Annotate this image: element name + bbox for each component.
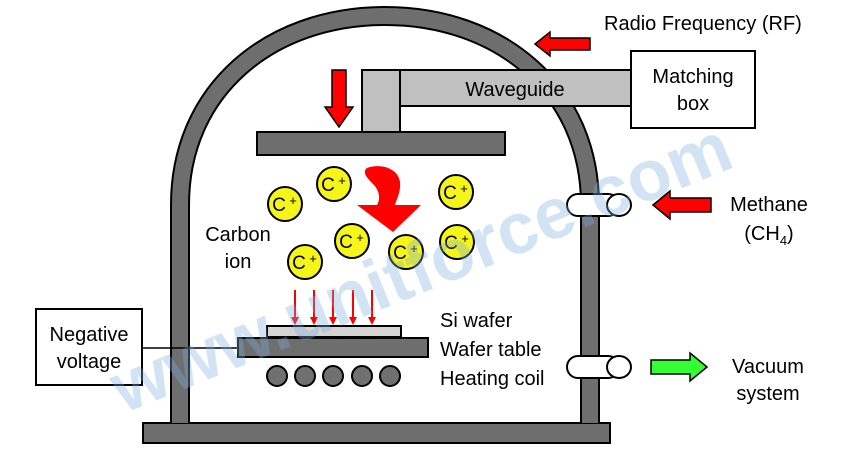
wafer-table-label: Wafer table xyxy=(440,339,542,361)
carbon-ion: C + xyxy=(267,186,303,222)
svg-text:+: + xyxy=(309,251,317,266)
carbon-ion: C + xyxy=(334,223,370,259)
deposition-arrow xyxy=(310,290,318,325)
svg-text:+: + xyxy=(410,241,418,256)
waveguide-label: Waveguide xyxy=(465,79,564,101)
carbon-ion: C + xyxy=(438,174,474,210)
chamber-wall xyxy=(172,7,598,423)
deposition-arrow xyxy=(349,290,357,325)
heating-coil-label: Heating coil xyxy=(440,368,545,390)
svg-text:+: + xyxy=(289,193,297,208)
deposition-arrows xyxy=(291,290,376,325)
svg-text:C: C xyxy=(272,195,286,216)
svg-text:+: + xyxy=(338,173,346,188)
plasma-flow-arrow xyxy=(357,166,421,232)
negative-voltage-label-1: Negative xyxy=(50,324,129,346)
methane-inlet-port xyxy=(566,193,632,217)
svg-text:C: C xyxy=(321,175,335,196)
carbon-ion-label-1: Carbon xyxy=(205,224,271,246)
vacuum-outlet-port xyxy=(566,355,632,379)
matching-box xyxy=(630,50,756,129)
svg-text:C: C xyxy=(444,233,458,254)
carbon-ion: C + xyxy=(316,166,352,202)
svg-text:C: C xyxy=(443,183,457,204)
carbon-ion-label-2: ion xyxy=(225,251,252,273)
matching-box-label-1: Matching xyxy=(652,66,733,88)
vacuum-label-2: system xyxy=(736,383,799,405)
carbon-ion: C + xyxy=(388,234,424,270)
waveguide-vertical xyxy=(361,69,401,133)
methane-arrow xyxy=(651,189,712,221)
svg-text:+: + xyxy=(460,181,468,196)
upper-electrode xyxy=(256,131,506,156)
rf-power-down-arrow xyxy=(323,69,355,129)
rf-label: Radio Frequency (RF) xyxy=(604,13,802,35)
carbon-ion: C + xyxy=(439,224,475,260)
heating-coil xyxy=(266,365,401,387)
methane-label-1: Methane xyxy=(730,194,808,216)
deposition-arrow xyxy=(329,290,337,325)
negative-voltage-label-2: voltage xyxy=(57,351,122,373)
svg-text:C: C xyxy=(393,243,407,264)
chamber-base-plate xyxy=(142,422,611,444)
svg-text:C: C xyxy=(339,232,353,253)
negative-voltage-box xyxy=(35,308,143,386)
vacuum-label-1: Vacuum xyxy=(732,356,804,378)
vacuum-arrow xyxy=(650,351,709,383)
carbon-ion: C + xyxy=(287,244,323,280)
carbon-ions: C + C + C + C + C + C + C xyxy=(267,166,475,280)
deposition-arrow xyxy=(368,290,376,325)
waveguide-horizontal xyxy=(399,69,633,107)
svg-text:C: C xyxy=(292,253,306,274)
svg-text:+: + xyxy=(356,230,364,245)
deposition-arrow xyxy=(291,290,299,325)
svg-text:+: + xyxy=(461,231,469,246)
matching-box-label-2: box xyxy=(677,93,709,115)
si-wafer-label: Si wafer xyxy=(440,310,513,332)
methane-label-2: (CH4) xyxy=(744,223,793,248)
rf-arrow xyxy=(533,30,591,58)
